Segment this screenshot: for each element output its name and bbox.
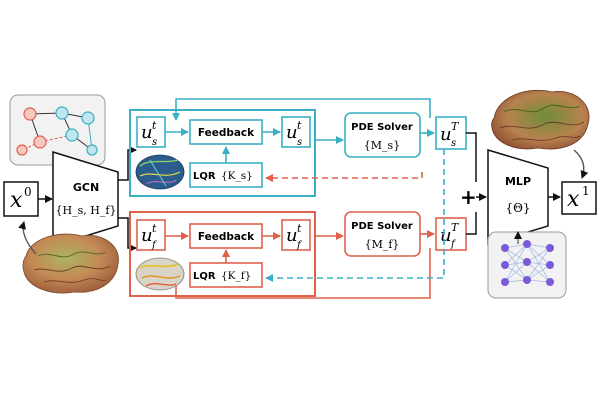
- svg-text:f: f: [450, 239, 457, 250]
- mlp-block: MLP {Θ}: [487, 148, 549, 246]
- svg-text:u: u: [440, 124, 452, 145]
- svg-text:s: s: [451, 138, 456, 149]
- cross-coupling-lines: [265, 149, 445, 282]
- svg-text:PDE Solver: PDE Solver: [351, 221, 413, 232]
- svg-text:{K_f}: {K_f}: [221, 270, 251, 282]
- fast-pde-solver: PDE Solver {M_f}: [344, 211, 421, 257]
- svg-text:Feedback: Feedback: [198, 127, 255, 139]
- svg-text:{M_f}: {M_f}: [365, 238, 400, 251]
- svg-text:u: u: [141, 122, 153, 143]
- svg-text:f: f: [151, 240, 158, 251]
- graph-icon: [9, 94, 106, 166]
- fast-branch: u t f Feedback u t f LQR {K_f}: [129, 211, 467, 299]
- svg-text:T: T: [451, 221, 460, 234]
- svg-text:T: T: [451, 120, 460, 133]
- svg-text:LQR: LQR: [193, 271, 216, 282]
- svg-text:u: u: [440, 225, 452, 246]
- mlp-title: MLP: [505, 175, 531, 188]
- slow-state: u t s: [136, 116, 166, 148]
- svg-text:{M_s}: {M_s}: [364, 139, 400, 152]
- svg-text:LQR: LQR: [193, 171, 216, 182]
- slow-output-state: u T s: [435, 116, 467, 150]
- fast-feedback-block: Feedback: [189, 223, 263, 249]
- svg-text:t: t: [297, 119, 302, 132]
- input-node: x 0: [3, 181, 39, 217]
- fast-state-updated: u t f: [281, 219, 311, 251]
- svg-text:t: t: [152, 222, 157, 235]
- sum-operator: +: [460, 185, 477, 209]
- gcn-title: GCN: [73, 181, 99, 194]
- input-superscript: 0: [24, 185, 32, 199]
- slow-state-updated: u t s: [281, 116, 311, 148]
- brain-connectome-icon: [135, 257, 185, 291]
- output-superscript: 1: [582, 184, 590, 198]
- svg-text:u: u: [286, 225, 298, 246]
- svg-text:Feedback: Feedback: [198, 231, 255, 243]
- svg-text:PDE Solver: PDE Solver: [351, 122, 413, 133]
- slow-feedback-block: Feedback: [189, 119, 263, 145]
- gcn-block: GCN {H_s, H_f}: [52, 150, 119, 248]
- fast-output-state: u T f: [435, 217, 467, 251]
- slow-branch: u t s Feedback u t s LQR {K_s}: [129, 98, 467, 197]
- gcn-params: {H_s, H_f}: [56, 204, 117, 217]
- svg-text:u: u: [286, 122, 298, 143]
- svg-text:s: s: [297, 137, 302, 148]
- fast-state: u t f: [136, 219, 166, 251]
- brain-connectome-icon: [135, 154, 185, 190]
- brain-cortex-icon: [22, 233, 119, 294]
- neural-network-icon: [487, 231, 567, 299]
- mlp-params: {Θ}: [505, 201, 530, 215]
- svg-text:t: t: [152, 119, 157, 132]
- svg-text:t: t: [297, 222, 302, 235]
- svg-text:{K_s}: {K_s}: [221, 170, 253, 182]
- svg-text:s: s: [152, 137, 157, 148]
- output-node: x 1: [561, 181, 597, 215]
- fast-lqr-block: LQR {K_f}: [189, 262, 263, 288]
- slow-lqr-block: LQR {K_s}: [189, 162, 263, 188]
- slow-pde-solver: PDE Solver {M_s}: [344, 112, 421, 158]
- input-label: x: [10, 188, 23, 213]
- output-label: x: [567, 187, 580, 212]
- svg-text:u: u: [141, 225, 153, 246]
- svg-text:f: f: [296, 240, 303, 251]
- brain-cortex-icon: [491, 89, 590, 150]
